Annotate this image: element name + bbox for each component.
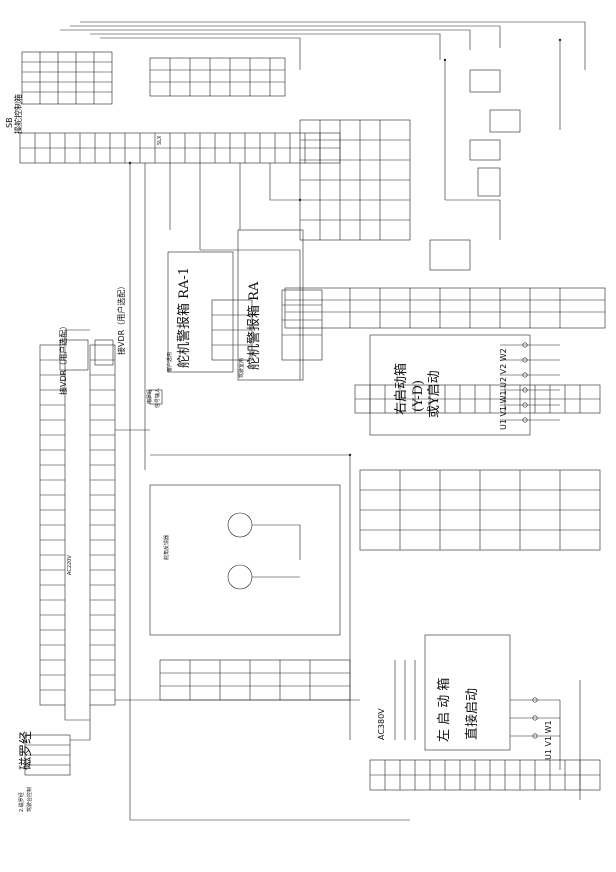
electric-compass-label-2: 信号输入	[155, 387, 161, 408]
ra-box-sub: 驾驶室用	[239, 357, 245, 378]
left-start-box-title: 左 启 动 箱	[437, 677, 452, 742]
ra1-box-title: 舵机警报箱 RA-1	[177, 267, 192, 368]
vdr-label-mid: 接VDR（用户选配）	[117, 281, 126, 355]
ra-box-title: 舵机警报箱 RA	[247, 281, 262, 370]
ac220-label: AC220V	[67, 555, 73, 575]
vdr-label-top: 接VDR（用户选配）	[59, 321, 68, 395]
right-start-box-sub2: 或Y启动	[427, 370, 442, 418]
sb-text-label: 操舵控制箱	[14, 94, 23, 134]
right-start-box-title: 右启动箱	[394, 362, 409, 415]
ra1-box-sub: 客户选用	[167, 351, 173, 372]
rudder-feedback-label: 舵角反馈器	[164, 534, 170, 560]
electric-compass-label: 电罗经	[147, 388, 153, 404]
right-uvw-label: U1 V1 W1 U2 V2 W2	[499, 348, 508, 430]
slx-label: SLX	[157, 135, 163, 145]
right-start-box-sub1: (Y-D)	[411, 379, 426, 412]
gyro-note-1: 2.磁罗经	[19, 792, 25, 812]
gyro-note-2: 驾驶台控制	[27, 786, 33, 812]
ac380-label: AC380V	[377, 708, 386, 740]
left-uvw-label: U1 V1 W1	[544, 720, 553, 760]
left-start-box-sub: 直接启动	[465, 687, 480, 740]
gyro-label: 磁罗经	[19, 730, 34, 770]
sb-code-label: SB	[5, 117, 14, 128]
